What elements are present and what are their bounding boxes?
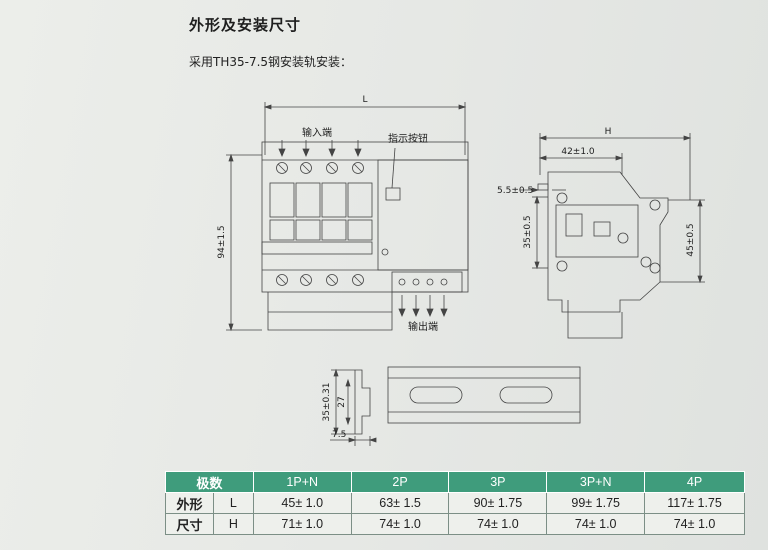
dim-rail-depth-label: 7.5 xyxy=(332,430,346,440)
table-cell: 74± 1.0 xyxy=(644,513,745,535)
table-header-row: 极数 1P+N 2P 3P 3P+N 4P xyxy=(165,471,745,493)
dim-total-label: H xyxy=(605,127,612,137)
table-cell: 99± 1.75 xyxy=(546,492,646,514)
row-group-label: 尺寸 xyxy=(165,513,214,535)
row-key-label: L xyxy=(212,492,254,514)
dimension-table: 极数 1P+N 2P 3P 3P+N 4P 外形 L 45± 1.0 63± 1… xyxy=(165,471,745,535)
table-cell: 71± 1.0 xyxy=(252,513,352,535)
header-cell: 2P xyxy=(350,471,450,493)
row-key-label: H xyxy=(212,513,254,535)
dim-height-label: 94±1.5 xyxy=(217,225,227,258)
table-cell: 117± 1.75 xyxy=(644,492,745,514)
table-cell: 74± 1.0 xyxy=(350,513,450,535)
table-row: 外形 L 45± 1.0 63± 1.5 90± 1.75 99± 1.75 1… xyxy=(165,492,745,514)
header-cell: 3P+N xyxy=(546,471,646,493)
table-cell: 63± 1.5 xyxy=(350,492,450,514)
dim-width-label: L xyxy=(362,95,367,105)
header-cell: 3P xyxy=(448,471,548,493)
front-view-drawing xyxy=(226,102,469,332)
section-title: 外形及安装尺寸 xyxy=(189,16,302,34)
dim-rail-inner-label: 27 xyxy=(337,396,347,407)
dim-rail-label: 35±0.5 xyxy=(523,215,533,248)
table-cell: 74± 1.0 xyxy=(546,513,646,535)
side-view-drawing xyxy=(520,133,705,339)
dim-offset-label: 5.5±0.5 xyxy=(497,186,533,196)
dim-top-label: 42±1.0 xyxy=(561,147,595,157)
table-cell: 90± 1.75 xyxy=(448,492,548,514)
rail-profile-drawing xyxy=(330,366,581,446)
header-cell: 1P+N xyxy=(252,471,352,493)
indicator-button-label: 指示按钮 xyxy=(388,132,428,145)
header-cell: 4P xyxy=(644,471,745,493)
table-cell: 74± 1.0 xyxy=(448,513,548,535)
table-cell: 45± 1.0 xyxy=(252,492,352,514)
header-label-cell: 极数 xyxy=(165,471,254,493)
dim-rail-outer-label: 35±0.31 xyxy=(322,382,332,421)
input-terminal-label: 输入端 xyxy=(302,126,332,139)
technical-drawings: L 94±1.5 输入端 指示按钮 输出端 H 42±1.0 5.5±0.5 3… xyxy=(217,95,705,446)
row-group-label: 外形 xyxy=(165,492,214,514)
section-subtitle: 采用TH35-7.5钢安装轨安装： xyxy=(189,55,353,69)
dim-right-label: 45±0.5 xyxy=(686,223,696,256)
table-row: 尺寸 H 71± 1.0 74± 1.0 74± 1.0 74± 1.0 74±… xyxy=(165,513,745,535)
output-terminal-label: 输出端 xyxy=(408,320,438,333)
